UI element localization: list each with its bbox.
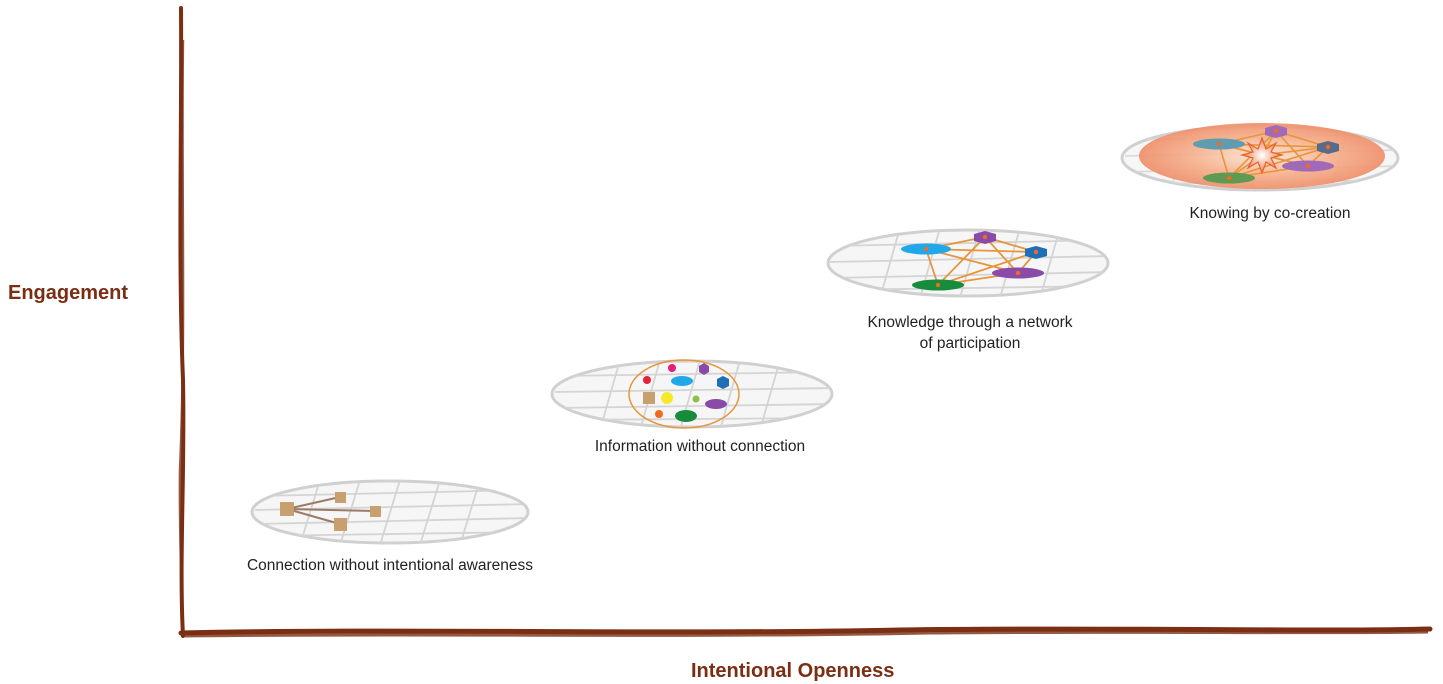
stage-3-label-line-1: Knowledge through a network <box>867 314 1073 331</box>
node-dot <box>692 395 700 403</box>
node-ellipse <box>671 376 693 386</box>
x-axis-label: Intentional Openness <box>691 660 895 682</box>
node-dot <box>643 376 651 384</box>
stage-1-label-line: Connection without intentional awareness <box>246 557 534 574</box>
stage-3-label-line-2: of participation <box>919 335 1021 352</box>
stage-3-label: Knowledge through a network of participa… <box>770 312 1170 354</box>
stage-3-nodes <box>901 231 1047 291</box>
node-square <box>335 492 346 503</box>
y-axis-line <box>178 6 186 638</box>
stage-2-label: Information without connection <box>500 436 900 457</box>
node-square <box>370 506 381 517</box>
node-hexagon <box>717 376 729 389</box>
node-ellipse <box>705 399 727 409</box>
stage-1-label: Connection without intentional awareness <box>190 555 590 576</box>
x-axis-line <box>178 626 1433 638</box>
node-square <box>643 392 655 404</box>
node-square <box>334 518 347 531</box>
y-axis-label: Engagement <box>8 282 129 304</box>
stage-3-disk <box>826 228 1110 298</box>
stage-1-disk <box>250 479 530 545</box>
starburst-icon <box>1239 136 1285 175</box>
stage-4-disk <box>1120 123 1400 192</box>
stage-2-disk <box>550 359 834 429</box>
node-ellipse <box>675 410 697 422</box>
node-dot <box>655 410 663 418</box>
stage-4-label-line: Knowing by co-creation <box>1189 205 1351 222</box>
node-dot <box>668 364 676 372</box>
stage-2-label-line: Information without connection <box>594 438 806 455</box>
stage-4-nodes <box>1193 125 1339 184</box>
node-dot <box>661 392 673 404</box>
node-hexagon <box>699 363 709 375</box>
stage-2-boundary <box>628 359 740 429</box>
stage-1-network <box>280 492 381 531</box>
stage-4-label: Knowing by co-creation <box>1100 203 1440 224</box>
stage-2-elements <box>643 363 729 422</box>
node-square <box>280 502 294 516</box>
